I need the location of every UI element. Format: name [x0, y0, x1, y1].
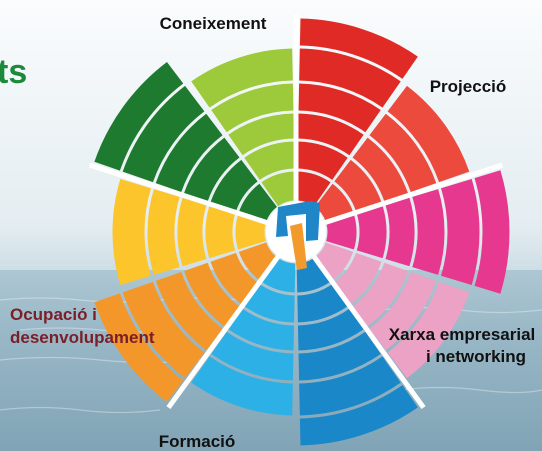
- wheel-ring-cell: [261, 171, 296, 207]
- segment-divider: [311, 254, 426, 410]
- wheel-ring-cell: [147, 189, 180, 275]
- wheel-wedge: [315, 85, 470, 222]
- label-ocupacio-line1: Ocupació i: [10, 305, 97, 324]
- label-xarxa-line2: i networking: [426, 347, 526, 366]
- wheel-ring-cell: [352, 262, 408, 327]
- header-title-fragment: ts: [0, 53, 27, 91]
- wheel-ring-cell: [211, 83, 294, 133]
- wheel-wedge: [296, 257, 418, 446]
- wheel: [88, 15, 510, 446]
- wheel-ring-cell: [299, 18, 418, 79]
- wheel-ring-cell: [297, 308, 364, 351]
- label-xarxa-line1: Xarxa empresarial: [389, 325, 536, 344]
- wheel-ring-cell: [297, 113, 364, 156]
- wheel-ring-cell: [112, 178, 151, 286]
- wheel-ring-cell: [184, 137, 240, 202]
- wheel-ring-cell: [122, 85, 205, 183]
- wheel-ring-cell: [238, 242, 277, 281]
- wheel-ring-cell: [211, 331, 294, 381]
- wheel-ring-cell: [326, 214, 357, 250]
- wheel-ring-cell: [369, 113, 437, 193]
- wheel-ring-cell: [315, 242, 354, 281]
- wheel-ring-cell: [412, 189, 445, 275]
- label-ocupacio-line2: desenvolupament: [10, 328, 155, 347]
- wheel-ring-cell: [296, 171, 331, 207]
- center-logo-icon: [276, 201, 320, 270]
- wheel-ring-cell: [184, 262, 240, 327]
- wheel-ring-cell: [299, 385, 418, 446]
- wheel-ring-cell: [297, 284, 348, 323]
- label-coneixement: Coneixement: [160, 14, 267, 33]
- wheel-ring-cell: [297, 141, 348, 180]
- wheel-ring-cell: [177, 197, 207, 267]
- wheel-wedge: [315, 242, 470, 379]
- wheel-ring-cell: [122, 281, 205, 379]
- wheel-ring-cell: [228, 113, 295, 156]
- wheel-ring-cell: [298, 83, 381, 133]
- wheel-wedge: [94, 61, 277, 222]
- wheel-wedge: [296, 18, 418, 207]
- wheel-ring-cell: [210, 252, 258, 305]
- wheel-wedge: [191, 48, 296, 207]
- wheel-ring-cell: [334, 159, 382, 212]
- segment-divider: [166, 254, 281, 410]
- wheel-ring-cell: [352, 137, 408, 202]
- wheel-wedge: [326, 170, 510, 294]
- wheel-wedge: [112, 178, 266, 286]
- wheel-ring-cell: [261, 257, 296, 293]
- wheel-ring-cell: [356, 205, 387, 259]
- wheel-ring-cell: [228, 308, 295, 351]
- wheel-ring-cell: [235, 214, 266, 250]
- wheel-wedge: [94, 242, 277, 403]
- wheel-wedge: [191, 257, 296, 416]
- label-projeccio: Projecció: [430, 77, 507, 96]
- wheel-ring-cell: [334, 252, 382, 305]
- wheel-ring-cell: [191, 356, 293, 416]
- wheel-ring-cell: [299, 48, 401, 108]
- segment-divider: [88, 162, 269, 226]
- wheel-ring-cell: [205, 205, 236, 259]
- wheel-ring-cell: [385, 197, 415, 267]
- wheel-ring-cell: [210, 159, 258, 212]
- wheel-ring-cell: [244, 141, 295, 180]
- wheel-ring-cell: [369, 271, 437, 351]
- wheel-ring-cell: [238, 183, 277, 222]
- wheel-ring-cell: [474, 170, 510, 294]
- segment-divider: [323, 162, 504, 226]
- wheel-ring-cell: [155, 271, 223, 351]
- label-formacio: Formació: [159, 432, 236, 451]
- wheel-ring-cell: [94, 61, 184, 171]
- wheel-ring-cell: [244, 284, 295, 323]
- wheel-ring-cell: [191, 48, 293, 108]
- wheel-ring-cell: [441, 178, 480, 286]
- wheel-ring-cell: [94, 293, 184, 403]
- wheel-ring-cell: [387, 281, 470, 379]
- wheel-ring-cell: [387, 85, 470, 183]
- wheel-ring-cell: [155, 113, 223, 193]
- wheel-ring-cell: [299, 356, 401, 416]
- wheel-ring-cell: [298, 331, 381, 381]
- wheel-ring-cell: [315, 183, 354, 222]
